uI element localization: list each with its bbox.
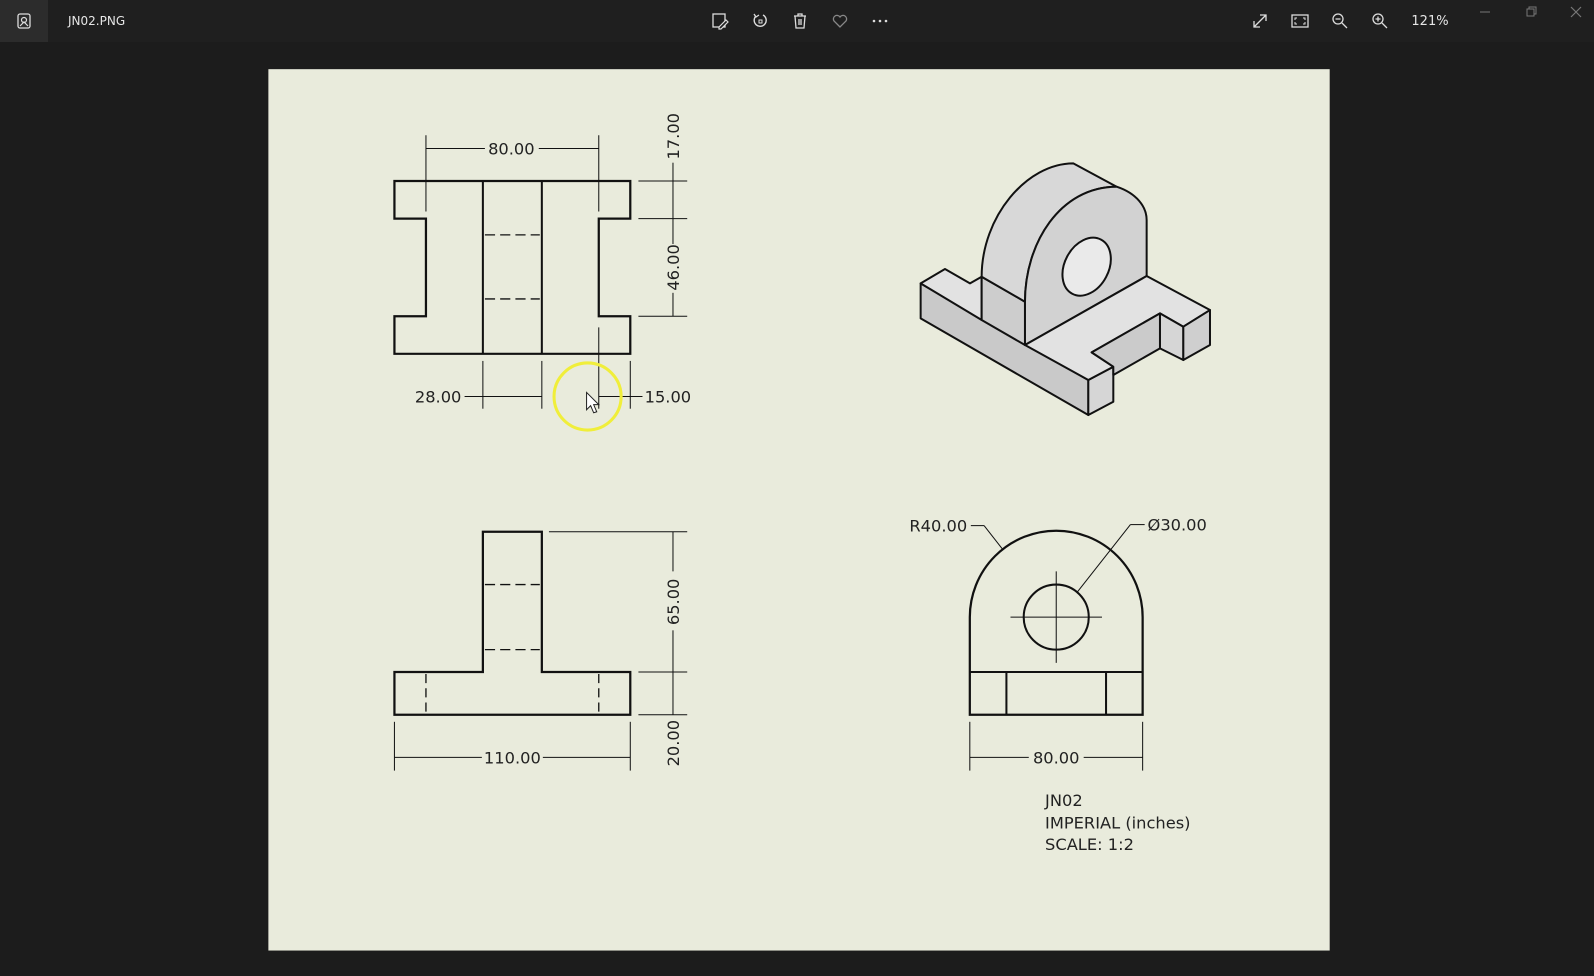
- dim-slot: 28.00: [415, 388, 462, 407]
- more-button[interactable]: [868, 6, 892, 36]
- delete-button[interactable]: [788, 6, 812, 36]
- full-screen-button[interactable]: [1248, 6, 1272, 36]
- front-view: [393, 530, 688, 771]
- more-icon: [872, 19, 888, 23]
- dim-top-h2: 46.00: [664, 244, 683, 291]
- note-part: JN02: [1044, 791, 1083, 810]
- drawing-paper: [268, 69, 1330, 951]
- fit-icon: [1291, 14, 1309, 28]
- dim-length: 110.00: [484, 748, 541, 767]
- minimize-icon: [1480, 11, 1490, 13]
- close-icon: [1570, 6, 1582, 18]
- zoom-in-icon: [1372, 13, 1388, 29]
- photos-app-icon: [17, 13, 31, 29]
- app-menu-button[interactable]: [0, 0, 48, 42]
- top-view: [393, 135, 688, 409]
- fit-to-window-button[interactable]: [1288, 6, 1312, 36]
- note-scale: SCALE: 1:2: [1045, 835, 1134, 854]
- heart-icon: [832, 14, 848, 28]
- iso-hole: [1061, 236, 1112, 297]
- favorite-button[interactable]: [828, 6, 852, 36]
- side-view-outline: [968, 529, 1144, 716]
- dim-base-height: 20.00: [664, 720, 683, 767]
- rotate-icon: [753, 13, 767, 27]
- close-button[interactable]: [1561, 0, 1591, 24]
- mouse-pointer-icon: [586, 391, 600, 414]
- top-view-outline: [393, 179, 632, 355]
- rotate-button[interactable]: [748, 6, 772, 36]
- dim-top-h1: 17.00: [664, 113, 683, 160]
- edit-image-button[interactable]: [708, 6, 732, 36]
- dim-side-width: 80.00: [1033, 748, 1080, 767]
- file-title: JN02.PNG: [68, 14, 126, 28]
- zoom-out-icon: [1332, 13, 1348, 29]
- zoom-level[interactable]: 121%: [1411, 13, 1449, 29]
- delete-icon: [794, 13, 806, 29]
- dim-height: 65.00: [664, 579, 683, 626]
- edit-image-icon: [712, 13, 729, 30]
- maximize-icon: [1526, 6, 1537, 17]
- isometric-view: [919, 162, 1211, 417]
- side-view: [968, 524, 1145, 771]
- minimize-button[interactable]: [1470, 0, 1500, 24]
- full-screen-icon: [1253, 14, 1267, 28]
- front-view-outline: [393, 530, 632, 716]
- title-bar: JN02.PNG 121%: [0, 0, 1594, 42]
- zoom-out-button[interactable]: [1328, 6, 1352, 36]
- maximize-button[interactable]: [1516, 0, 1546, 24]
- cursor-highlight: [552, 361, 623, 432]
- dim-hole: Ø30.00: [1148, 516, 1207, 535]
- dim-top-width: 80.00: [488, 140, 535, 159]
- note-units: IMPERIAL (inches): [1045, 814, 1191, 833]
- dim-radius: R40.00: [909, 517, 967, 536]
- zoom-in-button[interactable]: [1368, 6, 1392, 36]
- dim-flange: 15.00: [645, 388, 692, 407]
